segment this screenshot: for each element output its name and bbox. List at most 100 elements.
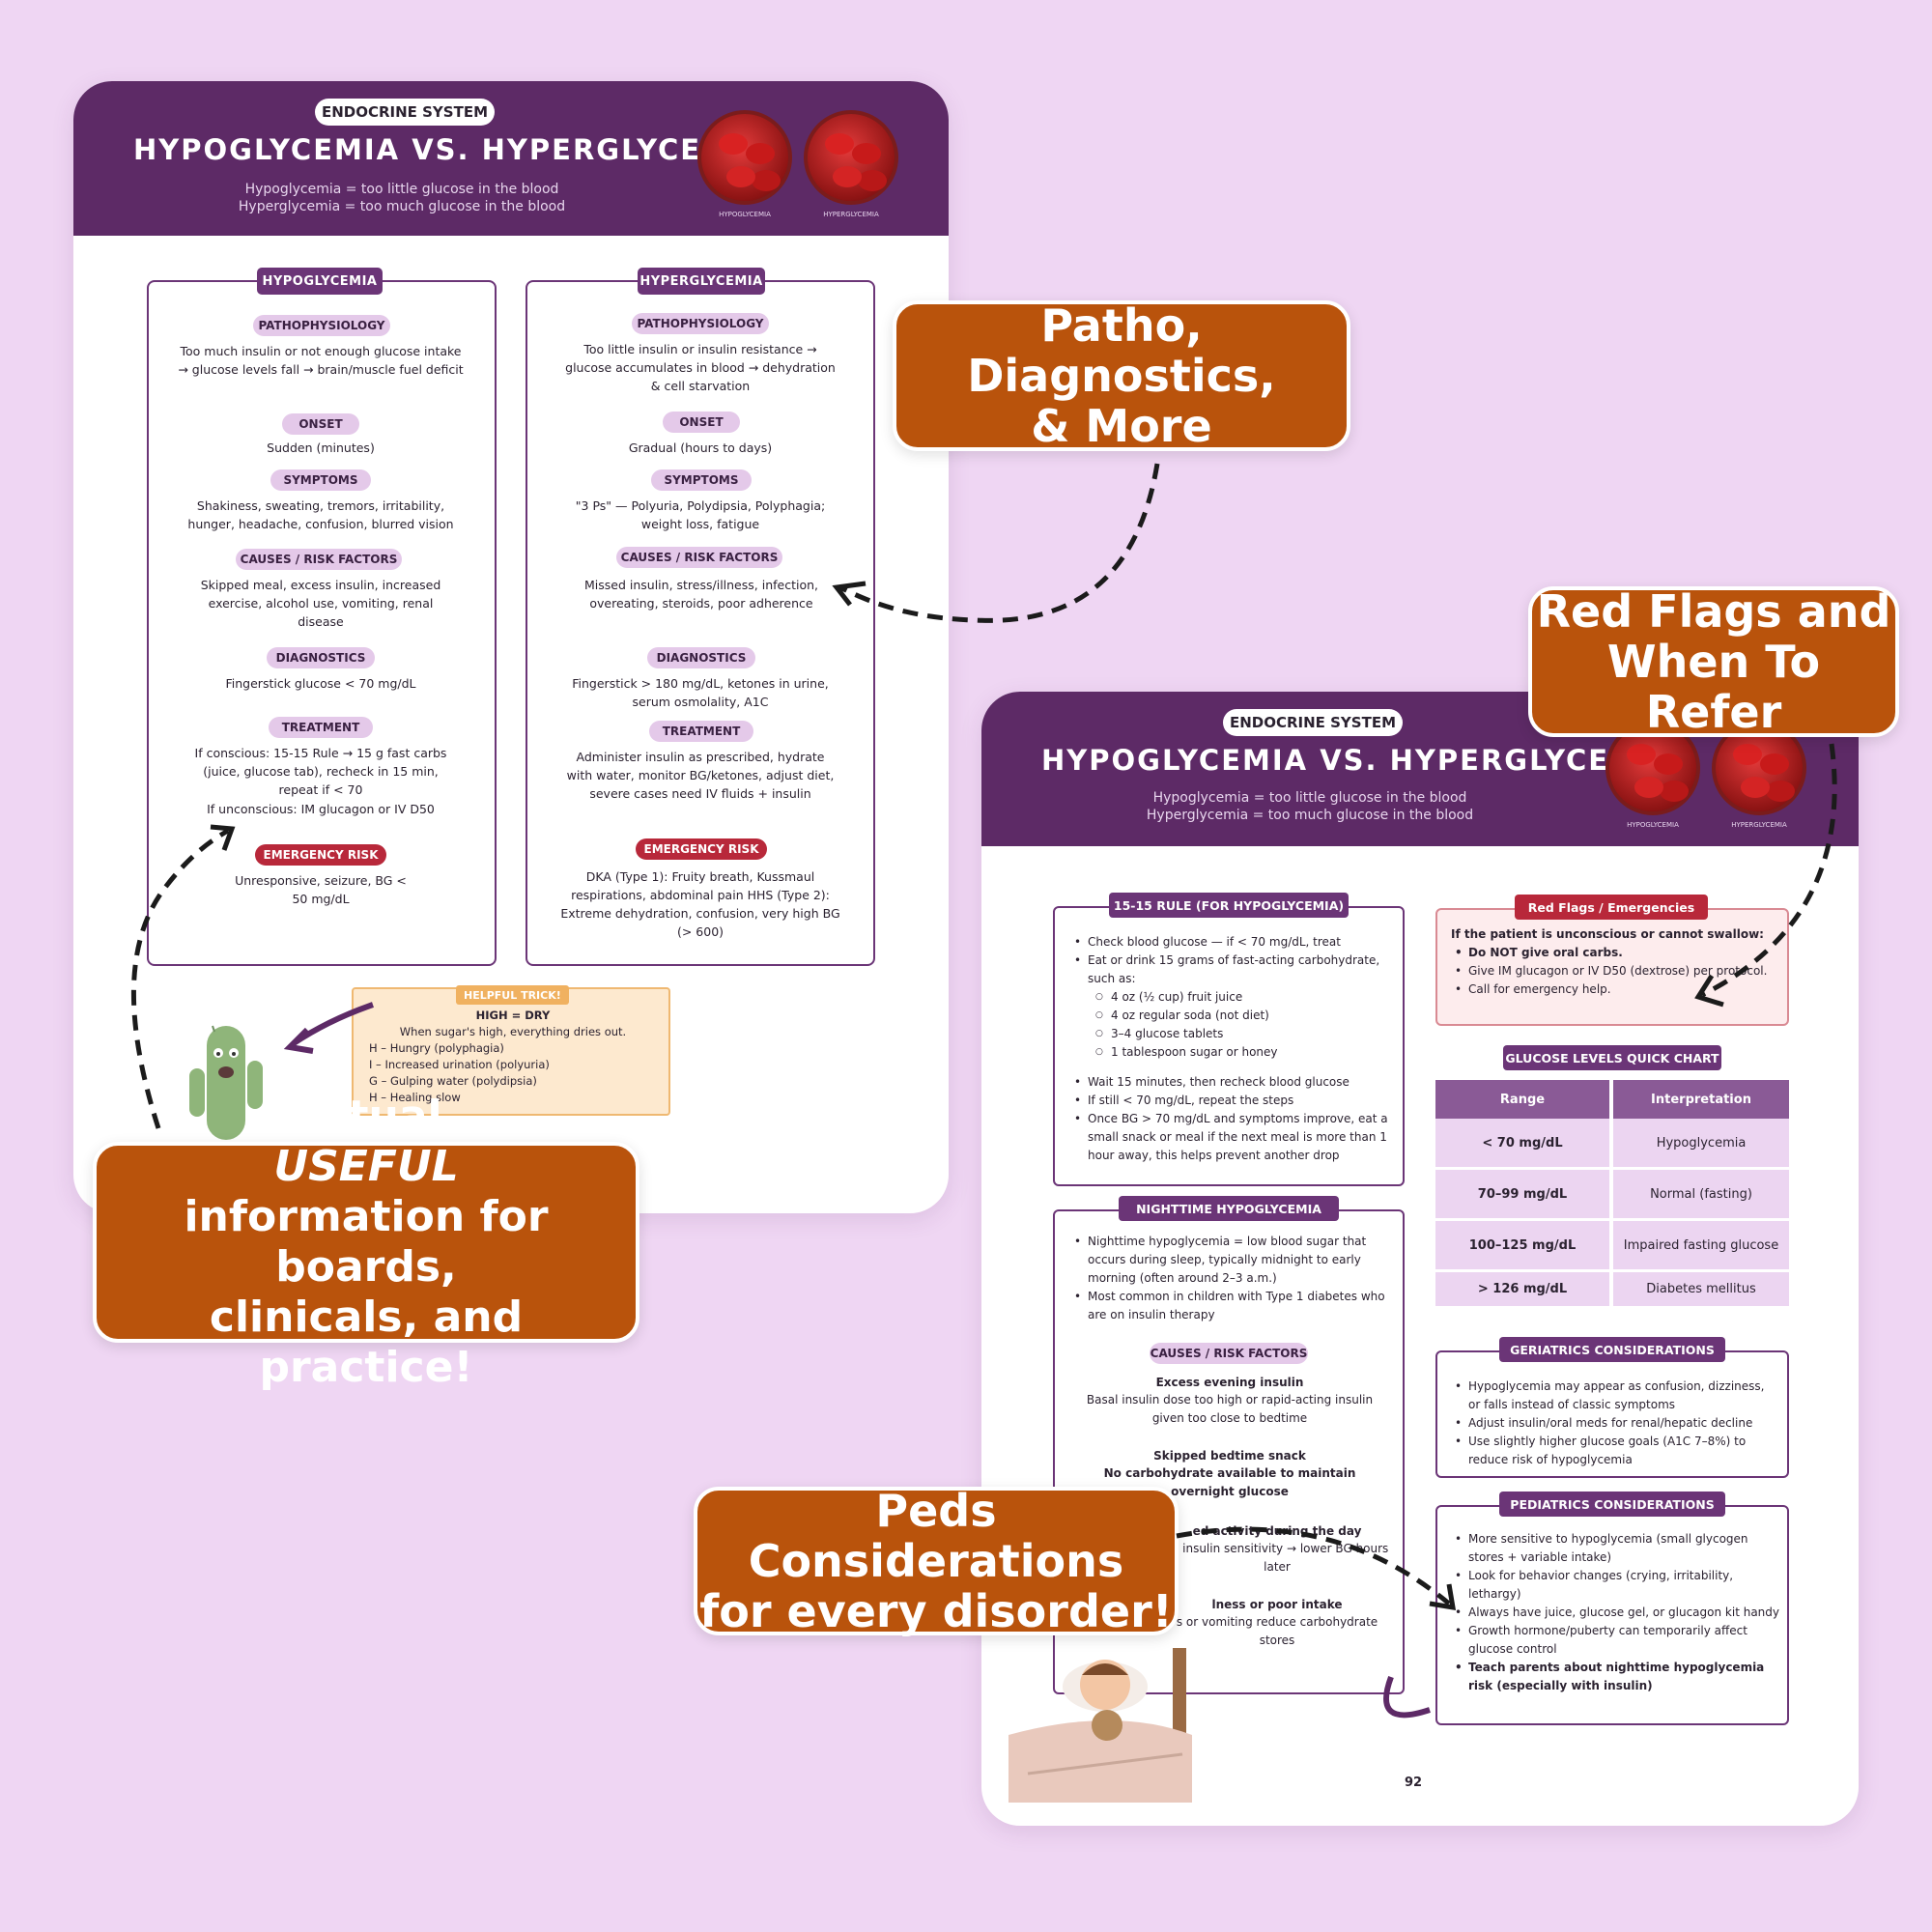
list-item: Hypoglycemia may appear as confusion, di… [1451,1378,1779,1414]
header-cell: Interpretation [1613,1080,1789,1119]
trick-line: When sugar's high, everything dries out. [399,1025,627,1038]
section-label: CAUSES / RISK FACTORS [236,549,402,570]
cause-text: s or vomiting reduce carbohydrate stores [1176,1615,1378,1647]
list-item: Look for behavior changes (crying, irrit… [1451,1567,1779,1604]
section-text: Too little insulin or insulin resistance… [565,342,836,393]
trick-line: H – Hungry (polyphagia) [369,1041,504,1055]
header-cell: Range [1435,1080,1609,1119]
page-number: 92 [1405,1776,1423,1790]
section-label: DIAGNOSTICS [267,647,375,668]
sleeping-child-illustration [1009,1648,1192,1803]
section-text: Administer insulin as prescribed, hydrat… [566,750,835,801]
rule-15-15-title: 15-15 RULE (FOR HYPOGLYCEMIA) [1109,893,1349,918]
section-text: Unresponsive, seizure, BG < 50 mg/dL [235,873,407,906]
trick-line: G – Gulping water (polydipsia) [369,1074,537,1088]
hyperglycemia-cell-icon [804,110,898,205]
glucose-levels-table: Range Interpretation < 70 mg/dL Hypoglyc… [1435,1080,1789,1309]
pediatrics-box: More sensitive to hypoglycemia (small gl… [1435,1505,1789,1725]
table-cell: Impaired fasting glucose [1613,1221,1789,1272]
callout-line: When To Refer [1606,636,1821,738]
section-label: PATHOPHYSIOLOGY [253,315,390,336]
list-item: Most common in children with Type 1 diab… [1070,1288,1395,1324]
callout-red-flags: Red Flags and When To Refer [1528,586,1899,737]
column-title-hypo: HYPOGLYCEMIA [257,268,383,295]
trick-line: H – Healing slow [369,1091,461,1104]
cell-label-hypo: HYPOGLYCEMIA [1627,821,1679,829]
rule-list: Check blood glucose — if < 70 mg/dL, tre… [1070,933,1395,1165]
column-title-hyper: HYPERGLYCEMIA [638,268,765,295]
section-text: Too much insulin or not enough glucose i… [178,344,464,377]
list-item: Teach parents about nighttime hypoglycem… [1451,1659,1779,1695]
trick-heading: HIGH = DRY [475,1009,551,1022]
list-subitem: 3–4 glucose tablets [1070,1025,1395,1043]
subtitle-hyper: Hyperglycemia = too much glucose in the … [1146,808,1474,823]
table-cell: Normal (fasting) [1613,1170,1789,1221]
list-subitem: 4 oz regular soda (not diet) [1070,1007,1395,1025]
trick-line: I – Increased urination (polyuria) [369,1058,550,1071]
hypoglycemia-cell-icon [697,110,792,205]
list-item: Do NOT give oral carbs. [1451,944,1779,962]
red-flags-list: If the patient is unconscious or cannot … [1451,925,1779,999]
study-page-1: ENDOCRINE SYSTEM HYPOGLYCEMIA VS. HYPERG… [73,81,949,1213]
cause-text: es insulin sensitivity → lower BG hours … [1165,1542,1389,1574]
table-row: 70–99 mg/dL Normal (fasting) [1435,1170,1789,1221]
list-item: Wait 15 minutes, then recheck blood gluc… [1070,1073,1395,1092]
callout-line: Peds Considerations [748,1485,1124,1587]
nighttime-title: NIGHTTIME HYPOGLYCEMIA [1119,1196,1339,1221]
subtitle-hypo: Hypoglycemia = too little glucose in the… [244,182,559,197]
geriatrics-title: GERIATRICS CONSIDERATIONS [1499,1337,1725,1362]
list-item: Use slightly higher glucose goals (A1C 7… [1451,1433,1779,1469]
section-text: "3 Ps" — Polyuria, Polydipsia, Polyphagi… [575,498,826,531]
table-cell: > 126 mg/dL [1435,1272,1609,1309]
list-item: Growth hormone/puberty can temporarily a… [1451,1622,1779,1659]
table-cell: 100–125 mg/dL [1435,1221,1609,1272]
section-text: Fingerstick > 180 mg/dL, ketones in urin… [572,676,829,709]
emergency-label: EMERGENCY RISK [636,838,767,860]
section-text: Skipped meal, excess insulin, increased … [200,578,441,629]
list-item: Adjust insulin/oral meds for renal/hepat… [1451,1414,1779,1433]
rule-15-15-box: Check blood glucose — if < 70 mg/dL, tre… [1053,906,1405,1186]
list-item: Give IM glucagon or IV D50 (dextrose) pe… [1451,962,1779,980]
section-label: PATHOPHYSIOLOGY [632,313,769,334]
callout-line: information for boards, [184,1192,549,1292]
emergency-label: EMERGENCY RISK [255,844,386,866]
nighttime-list: Nighttime hypoglycemia = low blood sugar… [1070,1233,1395,1324]
callout-text: Actual [290,1092,442,1141]
geriatrics-box: Hypoglycemia may appear as confusion, di… [1435,1350,1789,1478]
table-cell: Diabetes mellitus [1613,1272,1789,1309]
section-label: ONSET [282,413,359,435]
red-flags-heading: If the patient is unconscious or cannot … [1451,927,1764,941]
callout-peds: Peds Considerations for every disorder! [694,1485,1179,1637]
cause-text: Basal insulin dose too high or rapid-act… [1086,1393,1374,1425]
table-row: < 70 mg/dL Hypoglycemia [1435,1119,1789,1170]
table-cell: < 70 mg/dL [1435,1119,1609,1170]
pediatrics-title: PEDIATRICS CONSIDERATIONS [1499,1492,1725,1517]
table-cell: Hypoglycemia [1613,1119,1789,1170]
section-text: Fingerstick glucose < 70 mg/dL [225,676,416,691]
cause-heading: lness or poor intake [1211,1598,1343,1611]
section-label: TREATMENT [649,721,753,742]
section-label: ONSET [663,412,740,433]
trick-tag: HELPFUL TRICK! [456,985,569,1005]
section-label: CAUSES / RISK FACTORS [1150,1343,1308,1364]
callout-emphasis: USEFUL [273,1142,459,1191]
table-cell: 70–99 mg/dL [1435,1170,1609,1221]
subtitle-hypo: Hypoglycemia = too little glucose in the… [1152,790,1467,806]
page-header: ENDOCRINE SYSTEM HYPOGLYCEMIA VS. HYPERG… [73,81,949,236]
table-header: Range Interpretation [1435,1080,1789,1119]
table-row: 100–125 mg/dL Impaired fasting glucose [1435,1221,1789,1272]
callout-line: for every disorder! [699,1585,1173,1637]
list-item: More sensitive to hypoglycemia (small gl… [1451,1530,1779,1567]
study-page-2: ENDOCRINE SYSTEM HYPOGLYCEMIA VS. HYPERG… [981,692,1859,1826]
section-text: If unconscious: IM glucagon or IV D50 [207,802,435,816]
red-flags-title: Red Flags / Emergencies [1515,895,1708,920]
cause-heading: Excess evening insulin [1155,1376,1304,1389]
subtitle-hyper: Hyperglycemia = too much glucose in the … [238,199,566,214]
list-subitem: 4 oz (½ cup) fruit juice [1070,988,1395,1007]
system-pill: ENDOCRINE SYSTEM [1223,709,1403,736]
callout-line: Red Flags and [1536,585,1891,638]
list-item: If still < 70 mg/dL, repeat the steps [1070,1092,1395,1110]
list-item: Nighttime hypoglycemia = low blood sugar… [1070,1233,1395,1288]
callout-line: clinicals, and practice! [209,1293,524,1392]
section-label: TREATMENT [269,717,373,738]
